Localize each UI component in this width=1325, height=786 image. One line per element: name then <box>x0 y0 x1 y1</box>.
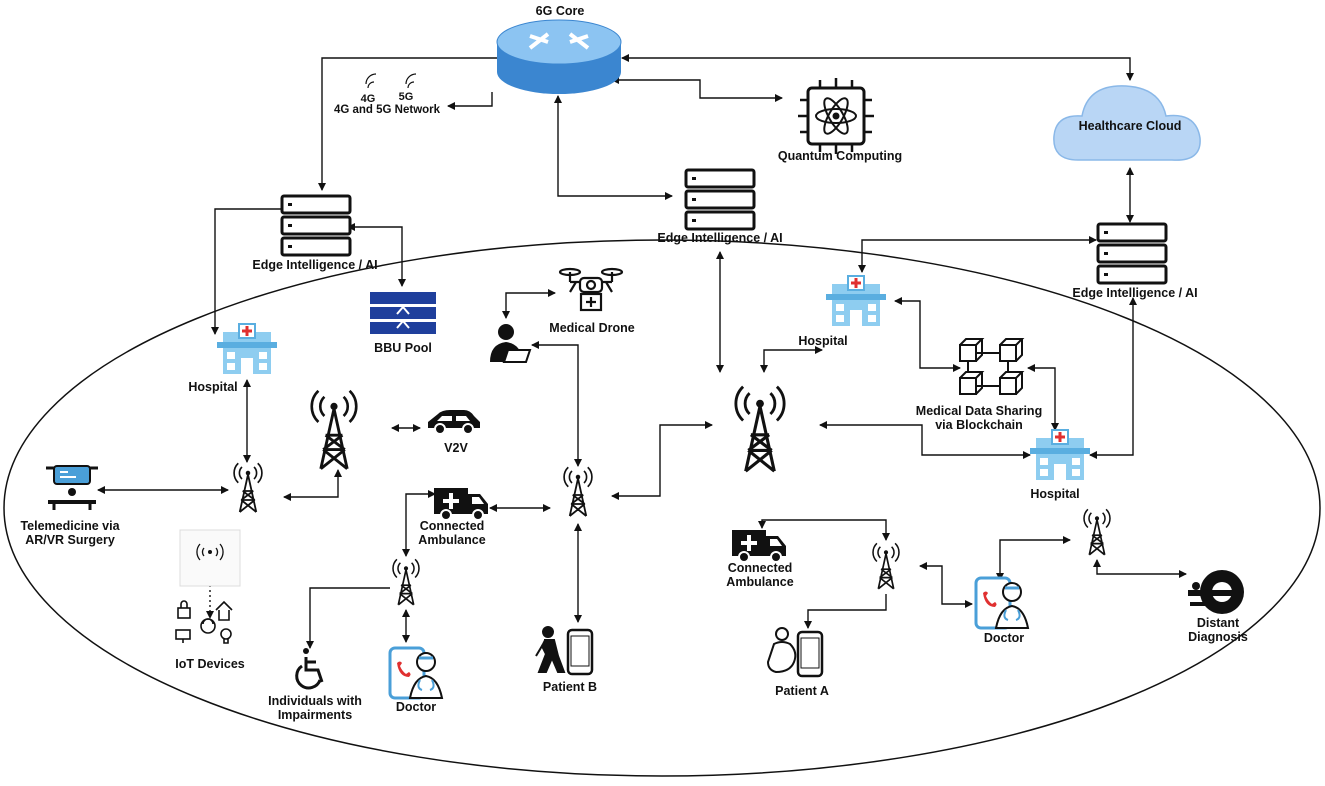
distant-diagnosis-icon <box>1188 570 1244 614</box>
remote-operator-icon <box>490 324 532 363</box>
edge-server-right-icon <box>1096 222 1168 285</box>
hospital-right-label: Hospital <box>1030 487 1080 501</box>
healthcare-cloud-icon <box>1053 85 1201 161</box>
hospital-left-label: Hospital <box>188 380 238 394</box>
patient-b-icon <box>535 626 594 676</box>
cloud-label: Healthcare Cloud <box>1078 119 1182 133</box>
quantum-computing-icon <box>798 78 874 154</box>
ambulance-left-icon <box>432 486 490 522</box>
edge-left-label: Edge Intelligence / AI <box>252 258 378 272</box>
hospital-center-icon <box>824 274 888 328</box>
bbu-label: BBU Pool <box>374 341 432 355</box>
edge-center-label: Edge Intelligence / AI <box>657 231 783 245</box>
hospital-center-label: Hospital <box>798 334 848 348</box>
core-label: 6G Core <box>535 4 585 18</box>
blockchain-label: Medical Data Sharing via Blockchain <box>915 404 1043 432</box>
cell-tower-center-icon <box>734 385 786 473</box>
doctor-left-icon <box>388 646 444 700</box>
edge-right-label: Edge Intelligence / AI <box>1072 286 1198 300</box>
cell-tower-left-icon <box>310 389 358 471</box>
doctor-right-label: Doctor <box>983 631 1025 645</box>
patient-b-label: Patient B <box>542 680 598 694</box>
patient-a-label: Patient A <box>775 684 829 698</box>
iot-label: IoT Devices <box>175 657 245 671</box>
ambulance-right-icon <box>730 528 788 564</box>
6g-core-router-icon <box>496 19 622 94</box>
medical-drone-icon <box>558 267 624 312</box>
blockchain-icon <box>959 338 1025 395</box>
doctor-right-icon <box>974 576 1030 630</box>
patient-a-icon <box>766 627 824 678</box>
coverage-ellipse <box>3 239 1321 777</box>
v2v-label: V2V <box>444 441 468 455</box>
telemedicine-label: Telemedicine via AR/VR Surgery <box>20 519 120 547</box>
car-icon <box>428 410 480 435</box>
edge-server-center-icon <box>684 168 756 231</box>
hospital-right-icon <box>1028 428 1092 482</box>
impairments-label: Individuals with Impairments <box>268 694 362 722</box>
edge-server-left-icon <box>280 194 352 257</box>
4g-5g-network-icon <box>365 73 417 89</box>
5g-label: 5G <box>398 91 414 103</box>
network-label: 4G and 5G Network <box>333 104 441 116</box>
diagnosis-label: Distant Diagnosis <box>1188 616 1248 644</box>
doctor-left-label: Doctor <box>395 700 437 714</box>
hospital-left-icon <box>215 322 279 376</box>
wheelchair-icon <box>295 648 324 690</box>
4g-label: 4G <box>360 93 376 105</box>
telemedicine-surgery-icon <box>46 465 98 510</box>
iot-devices-icon <box>175 529 241 644</box>
bbu-pool-icon <box>370 292 436 334</box>
drone-label: Medical Drone <box>549 321 635 335</box>
ambulance-right-label: Connected Ambulance <box>726 561 794 589</box>
ambulance-left-label: Connected Ambulance <box>418 519 486 547</box>
quantum-label: Quantum Computing <box>777 149 903 163</box>
connection-lines <box>97 54 1187 649</box>
